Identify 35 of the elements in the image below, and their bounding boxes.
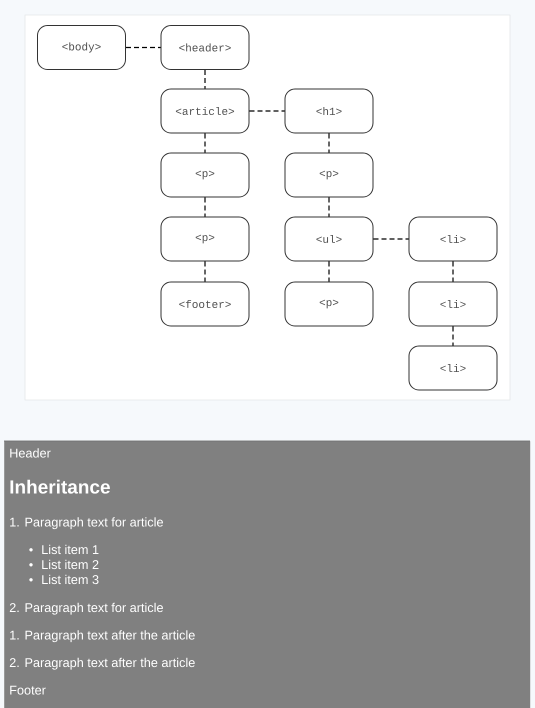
paragraph: 2. Paragraph text for article [10, 602, 163, 615]
paragraph: 2. Paragraph text after the article [10, 658, 195, 670]
tag-box: <li> [408, 346, 498, 390]
tag-box: <body> [37, 25, 126, 70]
connector-line [204, 198, 206, 216]
connector-line [126, 46, 160, 48]
list-item: List item 3 [42, 574, 98, 584]
tag-box: <p> [160, 152, 250, 198]
tag-box: <h1> [284, 88, 374, 134]
tag-box: <article> [160, 88, 250, 134]
heading: Inheritance [10, 480, 110, 494]
connector-line [204, 262, 206, 282]
tag-box: <header> [160, 25, 250, 70]
tag-box: <footer> [160, 282, 250, 326]
header-text: Header [10, 448, 51, 458]
paragraph: 1. Paragraph text for article [10, 517, 163, 530]
connector-line [250, 110, 284, 112]
connector-line [328, 134, 330, 152]
tag-box: <ul> [284, 216, 374, 262]
tag-box: <li> [408, 282, 498, 326]
footer-text: Footer [10, 686, 46, 695]
connector-line [204, 70, 206, 88]
tag-box: <li> [408, 216, 498, 262]
tag-box: <p> [160, 216, 250, 262]
paragraph: 1. Paragraph text after the article [10, 630, 195, 642]
list-item: List item 2 [42, 560, 98, 570]
tag-box: <p> [284, 282, 374, 326]
connector-line [328, 262, 330, 282]
connector-line [204, 134, 206, 152]
connector-line [452, 262, 454, 282]
connector-line [452, 326, 454, 346]
connector-line [328, 198, 330, 216]
connector-line [374, 238, 408, 240]
tag-box: <p> [284, 152, 374, 198]
list-item: List item 1 [42, 544, 98, 554]
